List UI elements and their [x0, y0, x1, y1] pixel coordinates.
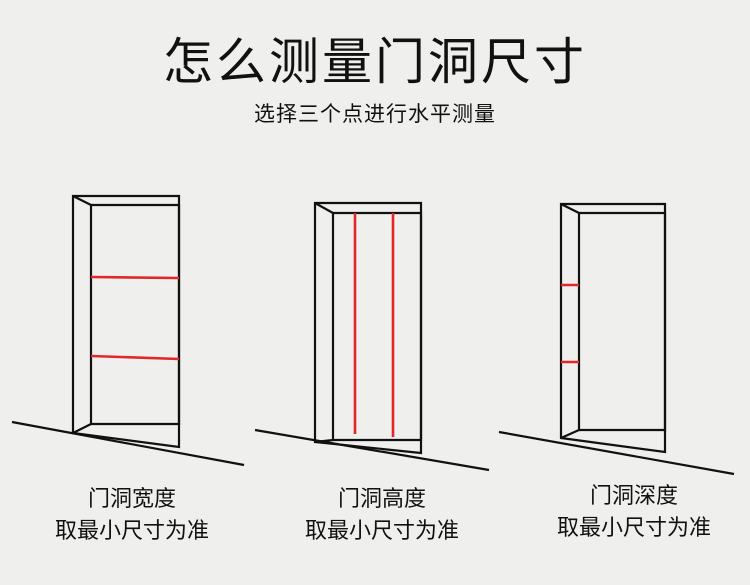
width-measure-line-bottom	[90, 354, 180, 361]
page-subtitle: 选择三个点进行水平测量	[254, 102, 496, 126]
door-frame-width	[11, 194, 245, 467]
floor-line	[498, 430, 735, 476]
floor-line	[254, 428, 490, 472]
door-frame-depth	[498, 202, 735, 476]
caption-width-line1: 门洞宽度	[87, 487, 176, 512]
caption-depth: 门洞深度 取最小尺寸为准	[524, 481, 744, 545]
caption-depth-line1: 门洞深度	[589, 484, 678, 509]
caption-width: 门洞宽度 取最小尺寸为准	[22, 484, 242, 548]
width-measure-line-top	[90, 275, 180, 280]
caption-depth-line2: 取最小尺寸为准	[556, 516, 711, 541]
caption-height: 门洞高度 取最小尺寸为准	[272, 484, 492, 548]
caption-width-line2: 取最小尺寸为准	[54, 519, 209, 544]
page-title: 怎么测量门洞尺寸	[163, 33, 587, 91]
caption-height-line1: 门洞高度	[337, 487, 426, 512]
door-frame-height	[254, 201, 490, 472]
floor-line	[11, 420, 245, 467]
caption-height-line2: 取最小尺寸为准	[304, 519, 459, 544]
